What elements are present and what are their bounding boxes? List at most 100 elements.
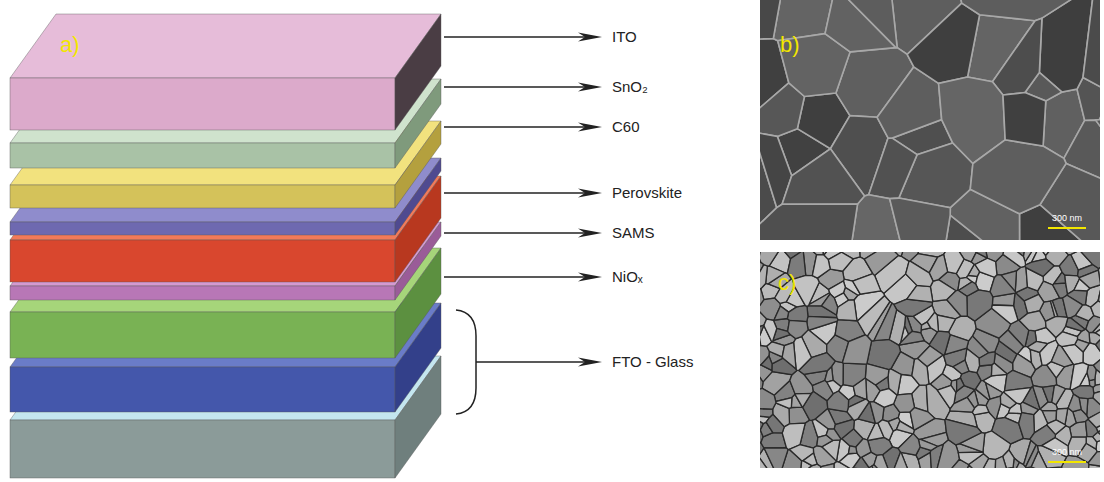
grain [774, 306, 789, 320]
grain [826, 429, 841, 440]
grain [787, 305, 808, 321]
arrowhead [578, 273, 602, 282]
grain [906, 261, 933, 287]
grain [945, 419, 982, 445]
grain [764, 448, 788, 468]
grain [957, 378, 965, 391]
grain [828, 252, 853, 271]
grain [1100, 92, 1101, 119]
grain [1051, 301, 1058, 317]
panel-letter: b) [780, 32, 800, 57]
grain [839, 453, 860, 468]
scale-bars [1048, 228, 1086, 462]
layer-stack [10, 14, 441, 478]
grain [874, 455, 891, 468]
leader-line [476, 361, 586, 362]
grain [782, 149, 864, 205]
scale-label: 300 nm [1052, 213, 1082, 223]
arrowhead [578, 123, 602, 132]
layer-slab [10, 14, 441, 130]
bracket [456, 310, 476, 414]
sem-image-small-grains [760, 252, 1100, 468]
grain [1068, 394, 1081, 412]
grain [1026, 445, 1039, 468]
arrowhead [578, 83, 602, 92]
grain [1083, 0, 1100, 97]
grain [835, 0, 897, 48]
leader-line [444, 276, 586, 277]
grain [991, 363, 1007, 376]
grain [782, 342, 796, 369]
grain [767, 342, 785, 357]
grain [1091, 301, 1100, 320]
grain [1079, 270, 1100, 288]
grain [878, 420, 893, 440]
grain [899, 331, 924, 345]
grain [1063, 295, 1083, 318]
grain [869, 138, 917, 199]
grain [896, 421, 914, 434]
layer-label: FTO - Glass [612, 353, 693, 370]
layer-slab [10, 222, 441, 300]
grain [907, 285, 933, 302]
leader-line [444, 232, 586, 233]
layer-label: C60 [612, 118, 640, 135]
layer-slab [10, 356, 441, 478]
leader-line [444, 126, 586, 127]
grain [1003, 252, 1026, 267]
grain [1000, 392, 1016, 408]
grain [1023, 252, 1037, 262]
grain [927, 312, 938, 332]
grain [760, 252, 779, 266]
grain [1052, 385, 1066, 405]
grain [842, 335, 871, 364]
grain [891, 452, 909, 468]
grain [853, 274, 881, 295]
grain [990, 275, 1016, 297]
grain [975, 258, 997, 277]
grain [1003, 93, 1046, 146]
grain [793, 275, 820, 306]
leader-line [444, 192, 586, 193]
panel-letter: c) [778, 270, 796, 295]
grain [995, 456, 1006, 468]
grain [776, 398, 792, 409]
grain [848, 446, 856, 454]
grain [1024, 294, 1043, 313]
grain [764, 319, 777, 342]
arrowhead [578, 189, 602, 198]
arrowhead [578, 229, 602, 238]
grain [760, 409, 773, 418]
grain [856, 439, 871, 458]
grain [910, 408, 935, 431]
grain [992, 18, 1042, 95]
arrowhead [578, 33, 602, 42]
grain [953, 360, 969, 374]
grain [958, 452, 983, 464]
leader-line [444, 86, 586, 87]
grain [761, 356, 772, 370]
grain [1094, 353, 1100, 372]
grain [843, 363, 866, 386]
grain [950, 397, 975, 412]
grain [760, 204, 858, 240]
scale-bar [1048, 461, 1086, 463]
grain [874, 303, 897, 340]
grain [760, 265, 767, 289]
grain [918, 439, 937, 450]
grain [954, 0, 1100, 21]
layer-slab [10, 176, 441, 282]
grain [865, 364, 889, 385]
grain [1045, 316, 1067, 337]
grain [937, 315, 955, 332]
sem-image-large-grains [760, 0, 1100, 240]
grain [803, 453, 817, 466]
layer-label: NiOₓ [612, 268, 643, 285]
layer-slab [10, 303, 441, 412]
grain [760, 325, 764, 336]
layer-slab [10, 79, 441, 168]
grain [1080, 252, 1100, 269]
grain [970, 140, 1066, 214]
